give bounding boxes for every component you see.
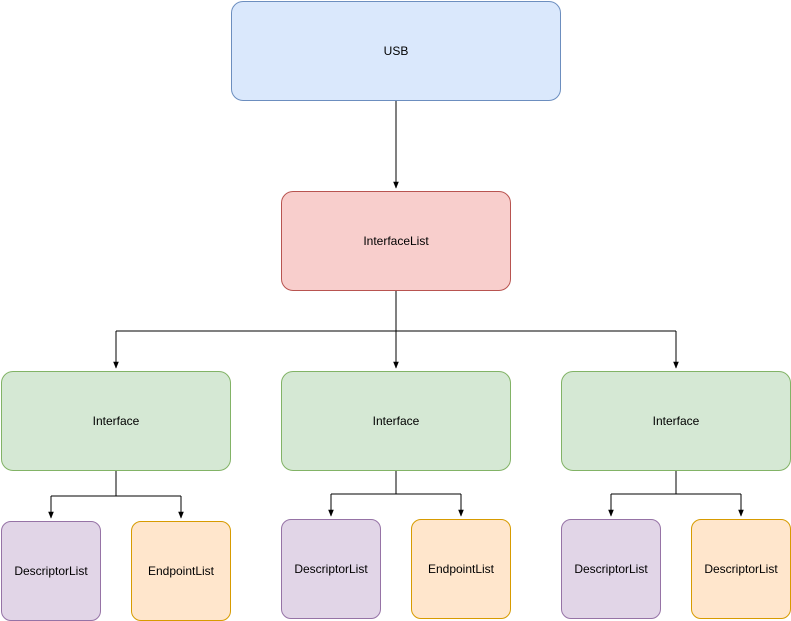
node-interfacelist[interactable]: InterfaceList [281, 191, 511, 291]
node-interface-1-child-2-label: EndpointList [147, 564, 215, 578]
node-interface-3-child-2-label: DescriptorList [704, 562, 778, 576]
node-interface-2-label: Interface [372, 414, 420, 428]
node-interface-2-descriptorlist[interactable]: DescriptorList [281, 519, 381, 619]
node-interface-1-label: Interface [92, 414, 140, 428]
node-interface-2-child-2-label: EndpointList [427, 562, 495, 576]
node-usb-label: USB [383, 44, 409, 58]
connector-interface-3-trunk [611, 471, 741, 495]
node-interface-2-child-1-label: DescriptorList [294, 562, 368, 576]
node-interface-3-descriptorlist-2[interactable]: DescriptorList [691, 519, 791, 619]
node-interface-1-child-1-label: DescriptorList [14, 564, 88, 578]
node-interface-2[interactable]: Interface [281, 371, 511, 471]
node-usb[interactable]: USB [231, 1, 561, 101]
node-interface-1-descriptorlist[interactable]: DescriptorList [1, 521, 101, 621]
node-interface-3-label: Interface [652, 414, 700, 428]
node-interface-1-endpointlist[interactable]: EndpointList [131, 521, 231, 621]
connector-interface-2-trunk [331, 471, 461, 495]
node-interface-1[interactable]: Interface [1, 371, 231, 471]
node-interface-3-child-1-label: DescriptorList [574, 562, 648, 576]
node-interface-3[interactable]: Interface [561, 371, 791, 471]
node-interface-3-descriptorlist[interactable]: DescriptorList [561, 519, 661, 619]
connector-interface-1-trunk [51, 471, 181, 497]
node-interface-2-endpointlist[interactable]: EndpointList [411, 519, 511, 619]
node-interfacelist-label: InterfaceList [363, 234, 429, 248]
